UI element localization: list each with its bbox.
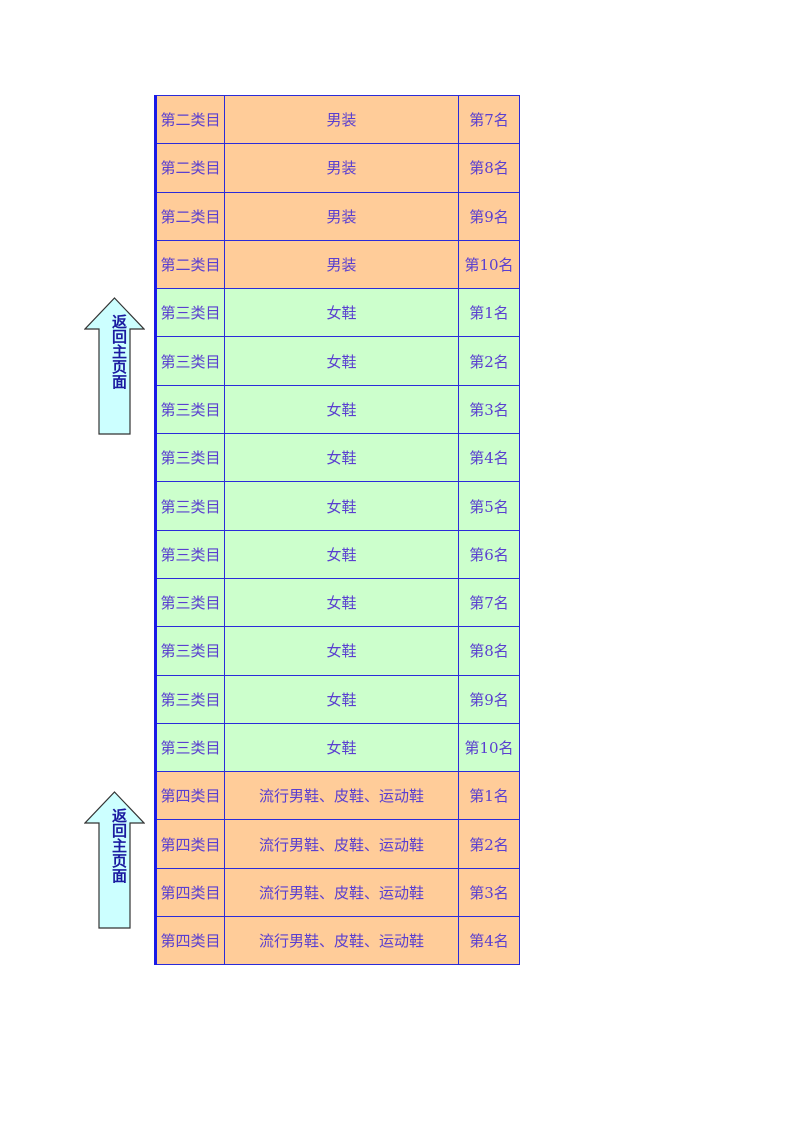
table-row: 第二类目男装第7名 xyxy=(155,94,520,145)
rank-cell[interactable]: 第4名 xyxy=(458,433,520,483)
category-cell[interactable]: 第三类目 xyxy=(155,288,225,338)
item-cell[interactable]: 女鞋 xyxy=(224,626,459,676)
rank-cell[interactable]: 第3名 xyxy=(458,384,520,435)
category-cell[interactable]: 第三类目 xyxy=(155,529,225,579)
table-row: 第二类目男装第9名 xyxy=(155,191,520,241)
table-row: 第四类目流行男鞋、皮鞋、运动鞋第1名 xyxy=(155,771,520,821)
rank-cell[interactable]: 第2名 xyxy=(458,336,520,386)
back-to-main-button[interactable]: 返回主页面 xyxy=(84,297,145,435)
table-row: 第三类目女鞋第8名 xyxy=(155,626,520,676)
category-cell[interactable]: 第三类目 xyxy=(155,433,225,483)
table-row: 第三类目女鞋第3名 xyxy=(155,384,520,435)
up-arrow-icon xyxy=(84,791,145,929)
rank-cell[interactable]: 第7名 xyxy=(458,577,520,628)
category-cell[interactable]: 第二类目 xyxy=(155,143,225,193)
up-arrow-icon xyxy=(84,297,145,435)
category-cell[interactable]: 第二类目 xyxy=(155,94,225,145)
rank-cell[interactable]: 第7名 xyxy=(458,94,520,145)
item-cell[interactable]: 流行男鞋、皮鞋、运动鞋 xyxy=(224,916,459,966)
back-to-main-label: 返回主页面 xyxy=(110,314,128,389)
rank-cell[interactable]: 第9名 xyxy=(458,674,520,724)
rank-cell[interactable]: 第2名 xyxy=(458,819,520,869)
table-row: 第三类目女鞋第2名 xyxy=(155,336,520,386)
item-cell[interactable]: 女鞋 xyxy=(224,384,459,435)
rank-cell[interactable]: 第10名 xyxy=(458,722,520,773)
category-ranking-table: 第二类目男装第7名第二类目男装第8名第二类目男装第9名第二类目男装第10名第三类… xyxy=(154,94,520,966)
category-cell[interactable]: 第三类目 xyxy=(155,722,225,773)
table-row: 第三类目女鞋第6名 xyxy=(155,529,520,579)
category-cell[interactable]: 第三类目 xyxy=(155,481,225,531)
category-cell[interactable]: 第四类目 xyxy=(155,916,225,966)
item-cell[interactable]: 男装 xyxy=(224,239,459,290)
rank-cell[interactable]: 第1名 xyxy=(458,288,520,338)
rank-cell[interactable]: 第6名 xyxy=(458,529,520,579)
table-row: 第三类目女鞋第10名 xyxy=(155,722,520,773)
table-row: 第四类目流行男鞋、皮鞋、运动鞋第2名 xyxy=(155,819,520,869)
category-cell[interactable]: 第三类目 xyxy=(155,577,225,628)
category-cell[interactable]: 第三类目 xyxy=(155,336,225,386)
item-cell[interactable]: 男装 xyxy=(224,191,459,241)
category-cell[interactable]: 第三类目 xyxy=(155,626,225,676)
table-row: 第四类目流行男鞋、皮鞋、运动鞋第3名 xyxy=(155,867,520,918)
item-cell[interactable]: 流行男鞋、皮鞋、运动鞋 xyxy=(224,867,459,918)
category-cell[interactable]: 第四类目 xyxy=(155,867,225,918)
rank-cell[interactable]: 第8名 xyxy=(458,143,520,193)
back-to-main-button[interactable]: 返回主页面 xyxy=(84,791,145,929)
rank-cell[interactable]: 第10名 xyxy=(458,239,520,290)
item-cell[interactable]: 流行男鞋、皮鞋、运动鞋 xyxy=(224,819,459,869)
table-row: 第四类目流行男鞋、皮鞋、运动鞋第4名 xyxy=(155,916,520,966)
item-cell[interactable]: 男装 xyxy=(224,143,459,193)
back-to-main-label: 返回主页面 xyxy=(110,808,128,883)
table-row: 第二类目男装第8名 xyxy=(155,143,520,193)
category-cell[interactable]: 第二类目 xyxy=(155,239,225,290)
item-cell[interactable]: 女鞋 xyxy=(224,433,459,483)
table-row: 第三类目女鞋第7名 xyxy=(155,577,520,628)
rank-cell[interactable]: 第1名 xyxy=(458,771,520,821)
item-cell[interactable]: 女鞋 xyxy=(224,529,459,579)
rank-cell[interactable]: 第3名 xyxy=(458,867,520,918)
rank-cell[interactable]: 第5名 xyxy=(458,481,520,531)
item-cell[interactable]: 女鞋 xyxy=(224,288,459,338)
rank-cell[interactable]: 第8名 xyxy=(458,626,520,676)
item-cell[interactable]: 女鞋 xyxy=(224,481,459,531)
item-cell[interactable]: 男装 xyxy=(224,94,459,145)
category-cell[interactable]: 第三类目 xyxy=(155,384,225,435)
category-cell[interactable]: 第二类目 xyxy=(155,191,225,241)
table-row: 第二类目男装第10名 xyxy=(155,239,520,290)
item-cell[interactable]: 女鞋 xyxy=(224,722,459,773)
table-row: 第三类目女鞋第9名 xyxy=(155,674,520,724)
table-row: 第三类目女鞋第5名 xyxy=(155,481,520,531)
table-row: 第三类目女鞋第4名 xyxy=(155,433,520,483)
item-cell[interactable]: 女鞋 xyxy=(224,577,459,628)
category-cell[interactable]: 第四类目 xyxy=(155,819,225,869)
category-cell[interactable]: 第四类目 xyxy=(155,771,225,821)
item-cell[interactable]: 女鞋 xyxy=(224,336,459,386)
rank-cell[interactable]: 第4名 xyxy=(458,916,520,966)
item-cell[interactable]: 女鞋 xyxy=(224,674,459,724)
rank-cell[interactable]: 第9名 xyxy=(458,191,520,241)
category-cell[interactable]: 第三类目 xyxy=(155,674,225,724)
item-cell[interactable]: 流行男鞋、皮鞋、运动鞋 xyxy=(224,771,459,821)
table-row: 第三类目女鞋第1名 xyxy=(155,288,520,338)
